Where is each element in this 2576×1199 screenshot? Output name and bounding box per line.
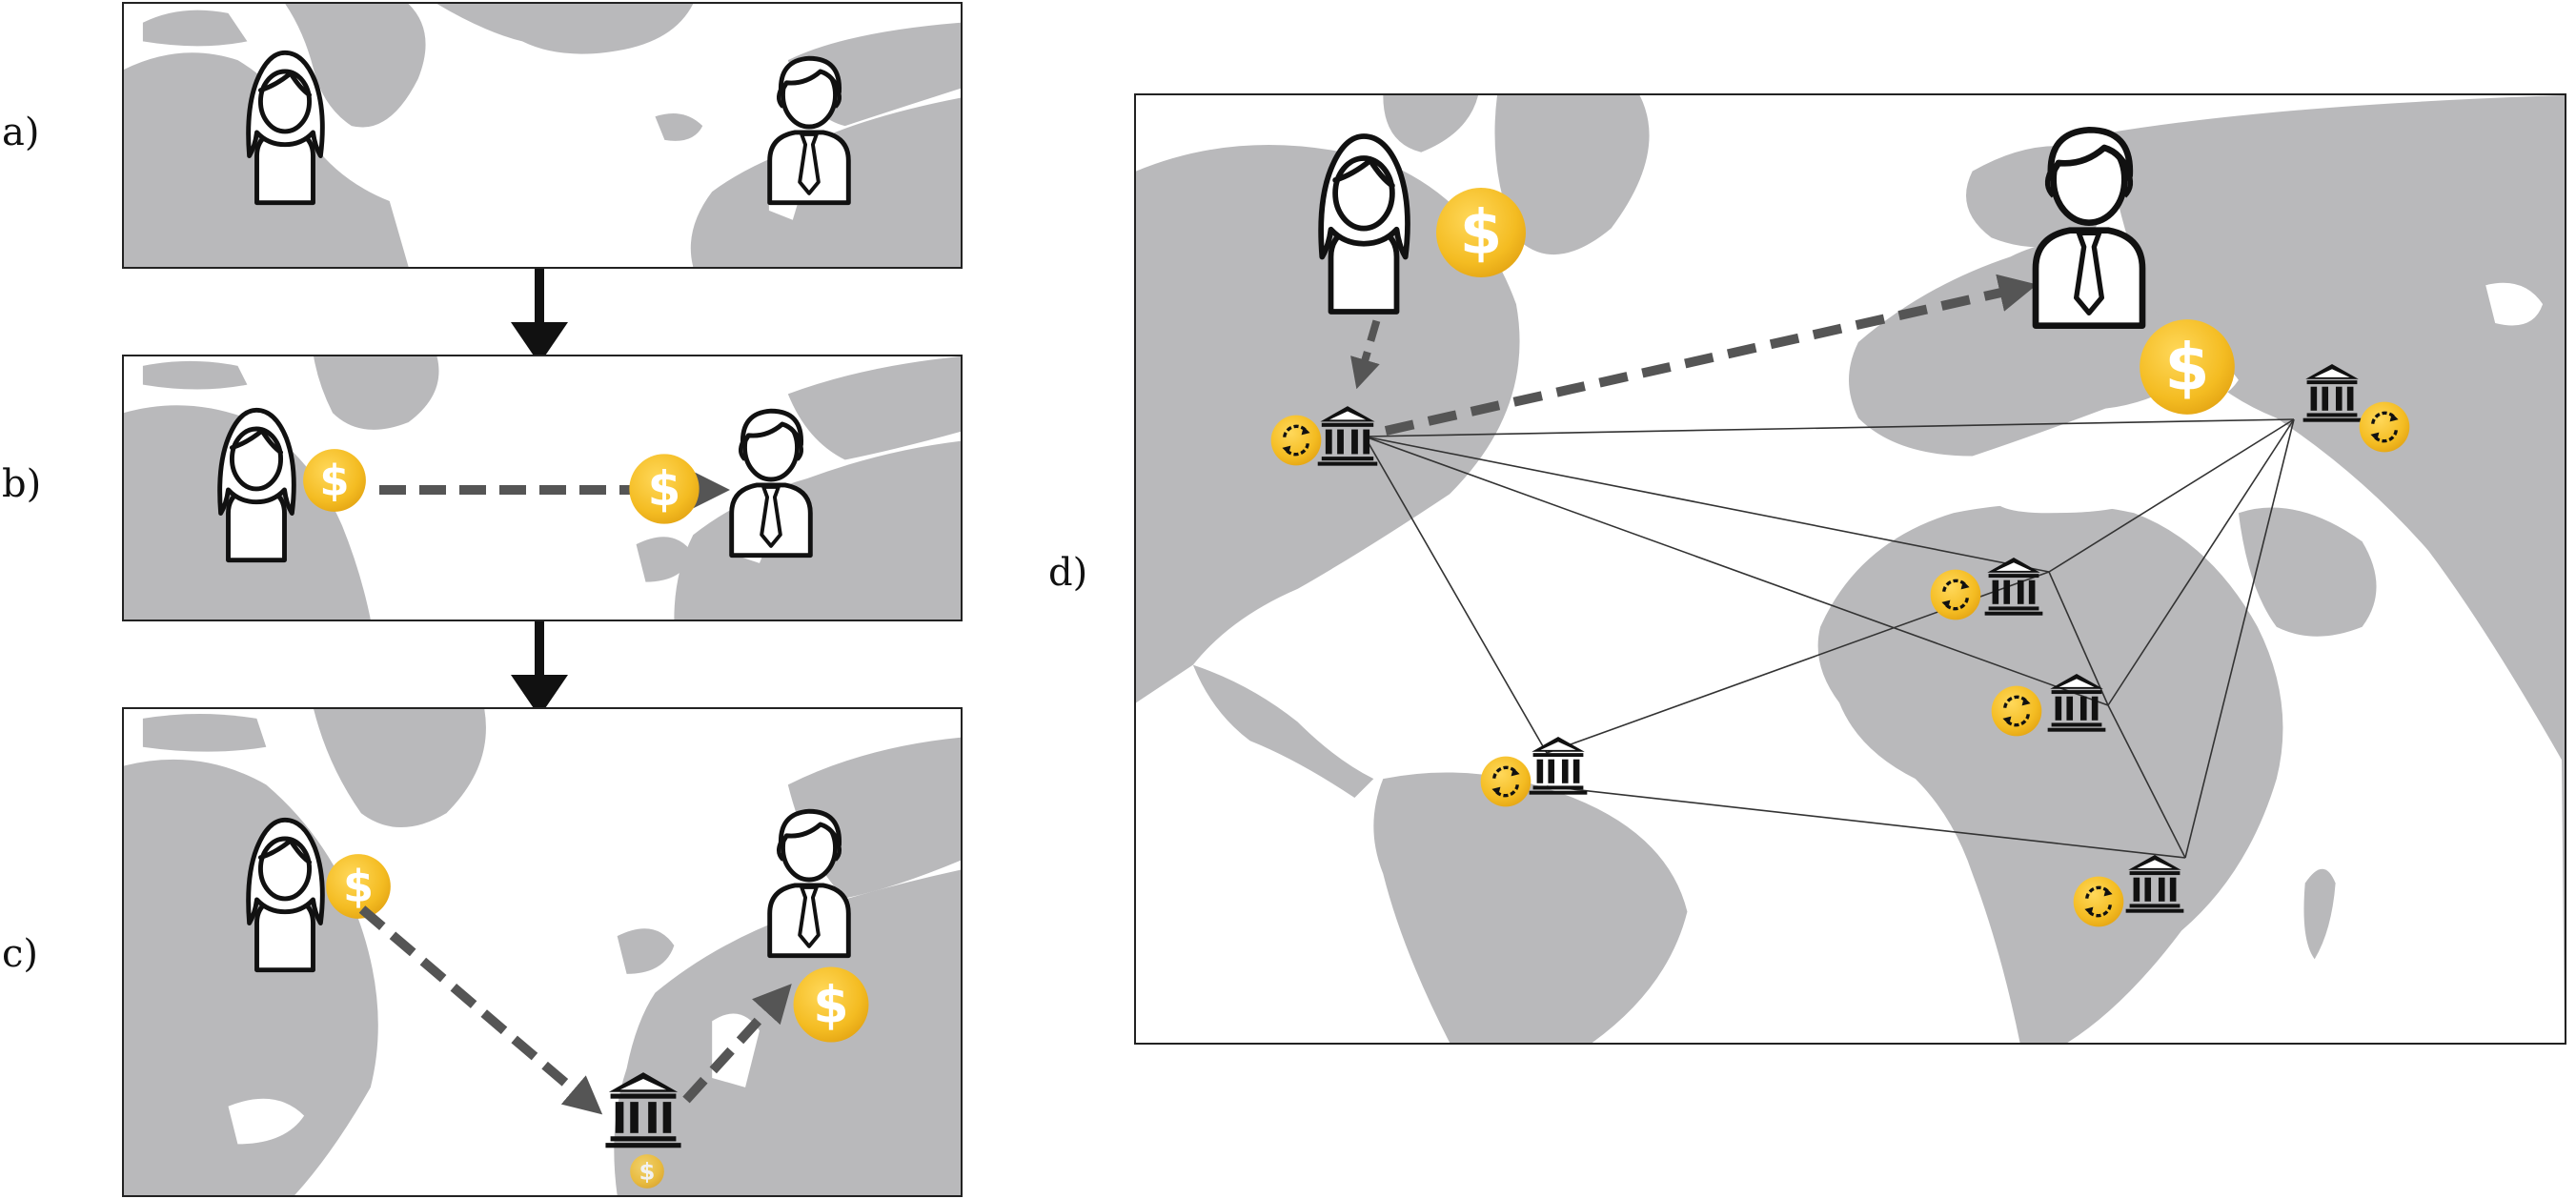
label-c: c) — [2, 932, 39, 976]
transfer-arrows — [358, 905, 792, 1115]
bank-network-links — [1350, 274, 2295, 859]
dollar-coin-icon — [2137, 316, 2238, 417]
label-b: b) — [2, 462, 42, 506]
dollar-coin-icon — [791, 965, 871, 1045]
bank-icon — [1527, 730, 1590, 799]
exchange-coin-icon — [1990, 684, 2043, 738]
bank-icon — [2301, 358, 2363, 425]
bank-icon — [1315, 400, 1380, 469]
flow-arrow-b-c — [511, 621, 568, 717]
panel-b — [122, 355, 963, 621]
bank-icon — [2045, 667, 2108, 736]
bank-icon — [602, 1067, 684, 1150]
woman-icon — [1298, 114, 1430, 334]
exchange-coin-icon — [1929, 568, 1982, 621]
exchange-coin-icon — [2358, 400, 2411, 454]
label-d: d) — [1048, 551, 1088, 595]
dollar-coin-icon — [629, 1153, 665, 1189]
bank-icon — [1982, 551, 2045, 620]
panel-a — [122, 2, 963, 269]
man-with-tie-icon — [2013, 105, 2165, 343]
woman-icon — [229, 37, 341, 218]
label-a: a) — [2, 111, 40, 154]
exchange-coin-icon — [2072, 875, 2125, 928]
dollar-coin-icon — [1433, 185, 1529, 280]
panel-d — [1134, 93, 2566, 1045]
exchange-coin-icon — [1479, 755, 1532, 808]
panel-c — [122, 707, 963, 1197]
bank-icon — [2123, 848, 2186, 917]
man-with-tie-icon — [715, 385, 827, 576]
man-with-tie-icon — [753, 37, 865, 218]
world-map — [124, 4, 961, 267]
transfer-arrow — [379, 471, 730, 509]
dollar-coin-icon — [627, 452, 701, 526]
flow-arrow-a-b — [511, 269, 568, 364]
